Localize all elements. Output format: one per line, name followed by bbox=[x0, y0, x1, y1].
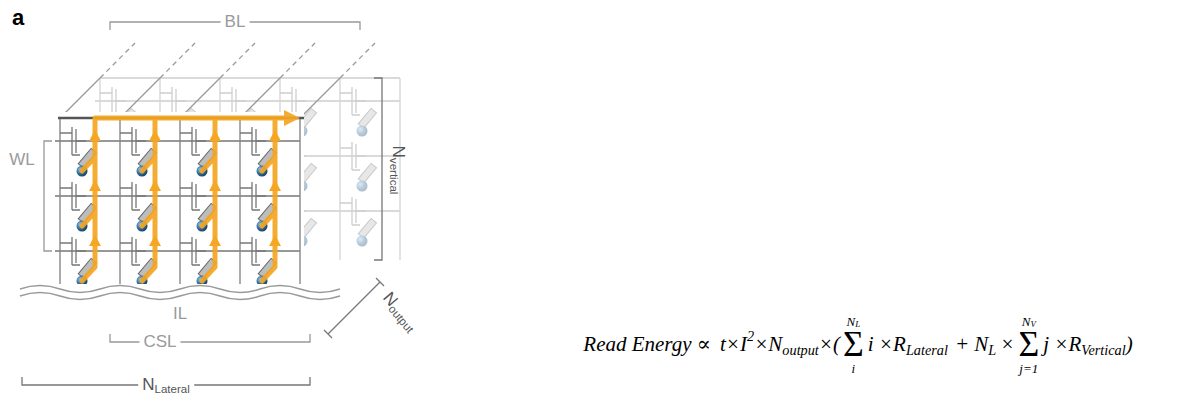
back-layer bbox=[340, 87, 376, 137]
dimension-brackets bbox=[328, 282, 380, 334]
dimension-label: Nvertical bbox=[389, 146, 408, 195]
dimension-brackets bbox=[374, 78, 382, 260]
bit-lines bbox=[60, 43, 375, 118]
sigma-symbol: Σ bbox=[843, 328, 864, 362]
label-text: j ×R bbox=[1043, 333, 1081, 356]
sigma-symbol: Σ bbox=[1018, 328, 1039, 362]
current-arrowheads bbox=[209, 180, 221, 191]
break-lines bbox=[18, 284, 344, 300]
label-text: WL bbox=[9, 151, 35, 170]
panel-letter: a bbox=[12, 6, 24, 30]
subscript: vertical bbox=[387, 158, 400, 195]
line-label: IL bbox=[173, 305, 187, 324]
label-text: × bbox=[1000, 333, 1014, 356]
back-layer bbox=[340, 197, 376, 247]
dimension-brackets bbox=[22, 22, 384, 385]
current-arrowheads bbox=[269, 130, 281, 141]
energy-formula: Read Energy ∝t×I2×Noutput×(NLΣii ×RLater… bbox=[583, 315, 1132, 375]
current-arrowheads bbox=[149, 180, 161, 191]
label-text: ×( bbox=[819, 333, 840, 356]
read-current-path bbox=[202, 121, 215, 281]
sum-lower-limit: j=1 bbox=[1019, 362, 1038, 375]
front-layer bbox=[58, 117, 304, 120]
current-arrowheads bbox=[209, 130, 221, 141]
summation: NVΣj=1 bbox=[1018, 315, 1039, 375]
front-layer bbox=[180, 127, 216, 177]
current-arrowheads bbox=[269, 235, 281, 246]
bracket-label: CSL bbox=[139, 333, 180, 352]
subscript: output bbox=[782, 343, 818, 359]
dimension-label: NLateral bbox=[138, 376, 194, 395]
front-layer bbox=[60, 118, 300, 292]
label-text: ) bbox=[1126, 333, 1133, 356]
label-text: CSL bbox=[143, 333, 176, 352]
bracket-label: WL bbox=[9, 151, 35, 170]
sum-lower-limit: i bbox=[852, 362, 856, 375]
read-current-path bbox=[82, 118, 292, 281]
current-arrowheads bbox=[89, 180, 101, 191]
subscript: Vertical bbox=[1081, 343, 1125, 359]
bracket-label: BL bbox=[221, 13, 250, 32]
dimension-brackets bbox=[44, 141, 52, 251]
subscript: output bbox=[385, 303, 415, 336]
superscript: 2 bbox=[747, 329, 754, 345]
bit-lines bbox=[100, 43, 375, 78]
label-text: i bbox=[852, 362, 856, 375]
front-layer bbox=[60, 127, 96, 177]
break-lines bbox=[20, 293, 340, 300]
current-arrowheads bbox=[209, 235, 221, 246]
subscript: Lateral bbox=[906, 343, 948, 359]
read-current-path bbox=[142, 121, 155, 281]
summation: NLΣi bbox=[843, 315, 864, 375]
current-arrowheads bbox=[89, 235, 101, 246]
break-lines bbox=[20, 286, 340, 293]
current-arrowheads bbox=[89, 130, 101, 141]
front-layer bbox=[120, 127, 156, 177]
read-current-path bbox=[82, 121, 95, 281]
label-text: a bbox=[12, 6, 24, 30]
label-text: + N bbox=[955, 333, 988, 356]
label-text: N bbox=[847, 315, 856, 328]
read-current-path bbox=[95, 116, 292, 121]
label-text: IL bbox=[173, 305, 187, 324]
label-text: ×N bbox=[754, 333, 782, 356]
back-layer bbox=[340, 142, 376, 192]
sum-upper-limit: NV bbox=[1022, 315, 1036, 328]
label-text: t×I bbox=[720, 333, 747, 356]
label-text: N bbox=[389, 146, 408, 158]
current-arrowheads bbox=[269, 180, 281, 191]
dimension-label: Noutput bbox=[379, 289, 422, 335]
current-arrowheads bbox=[89, 130, 281, 246]
front-layer bbox=[55, 118, 304, 292]
current-arrowheads bbox=[149, 235, 161, 246]
current-arrowheads bbox=[149, 130, 161, 141]
dimension-brackets bbox=[324, 278, 384, 338]
read-current-path bbox=[262, 121, 275, 281]
label-text: BL bbox=[225, 13, 246, 32]
label-text: N bbox=[142, 376, 154, 395]
label-text: i ×R bbox=[868, 333, 906, 356]
subscript: L bbox=[988, 343, 996, 359]
label-text: N bbox=[1022, 315, 1031, 328]
label-text: Read Energy ∝ bbox=[583, 333, 711, 356]
front-layer bbox=[240, 127, 276, 177]
subscript: Lateral bbox=[154, 383, 189, 396]
break-lines bbox=[18, 284, 344, 300]
label-text: j=1 bbox=[1019, 362, 1038, 375]
sum-upper-limit: NL bbox=[847, 315, 861, 328]
